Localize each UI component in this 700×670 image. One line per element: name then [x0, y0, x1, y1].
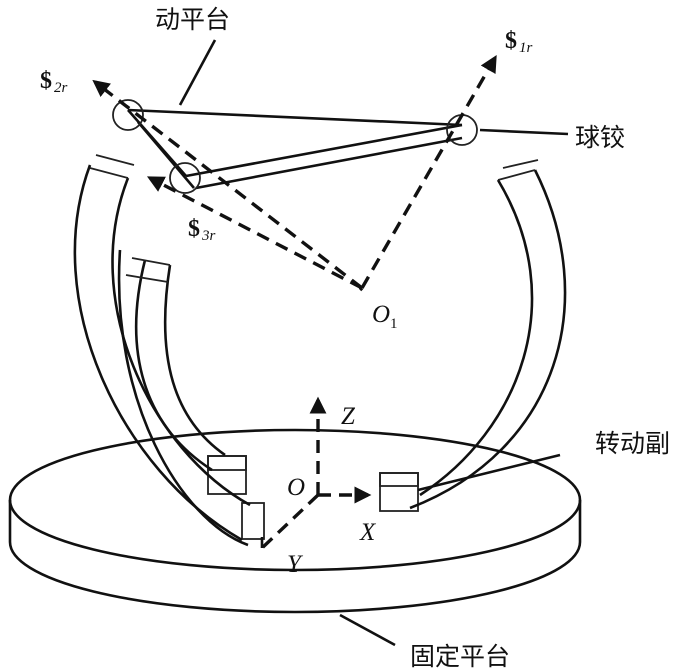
screw-2r-arrow [92, 79, 364, 290]
screw-2r-subscript: 2r [54, 80, 68, 96]
leader-fixed-platform [339, 613, 396, 647]
screw-3r-symbol: $ [188, 216, 200, 242]
label-fixed-platform: 固定平台 [410, 642, 510, 670]
moving-platform [127, 108, 463, 190]
base-axes [260, 396, 372, 550]
fixed-platform [8, 428, 582, 614]
leader-moving-platform [178, 39, 217, 106]
leader-spherical-joint [479, 128, 569, 136]
screw-3r-arrow [146, 176, 363, 290]
o1-corner [358, 286, 364, 292]
point-o1-subscript: 1 [390, 316, 398, 332]
callout-leaders [178, 39, 569, 647]
screw-1r-symbol: $ [505, 28, 517, 54]
leader-revolute-joint [417, 453, 561, 492]
screw-1r-subscript: 1r [519, 40, 533, 56]
axis-z-label: Z [341, 403, 356, 430]
constraint-screws [92, 55, 497, 292]
point-o-label: O [287, 474, 305, 501]
screw-3r-subscript: 3r [201, 228, 216, 244]
screw-2r-symbol: $ [40, 68, 52, 94]
axis-x-label: X [359, 519, 377, 546]
label-spherical-joint: 球铰 [575, 123, 625, 152]
label-moving-platform: 动平台 [155, 5, 230, 34]
label-revolute-joint: 转动副 [595, 429, 670, 458]
y-axis-line [260, 493, 320, 550]
screw-1r-arrow [360, 55, 497, 289]
curved-legs [73, 154, 567, 547]
axis-y-label: Y [287, 551, 304, 578]
point-o1-letter: O [372, 301, 390, 328]
